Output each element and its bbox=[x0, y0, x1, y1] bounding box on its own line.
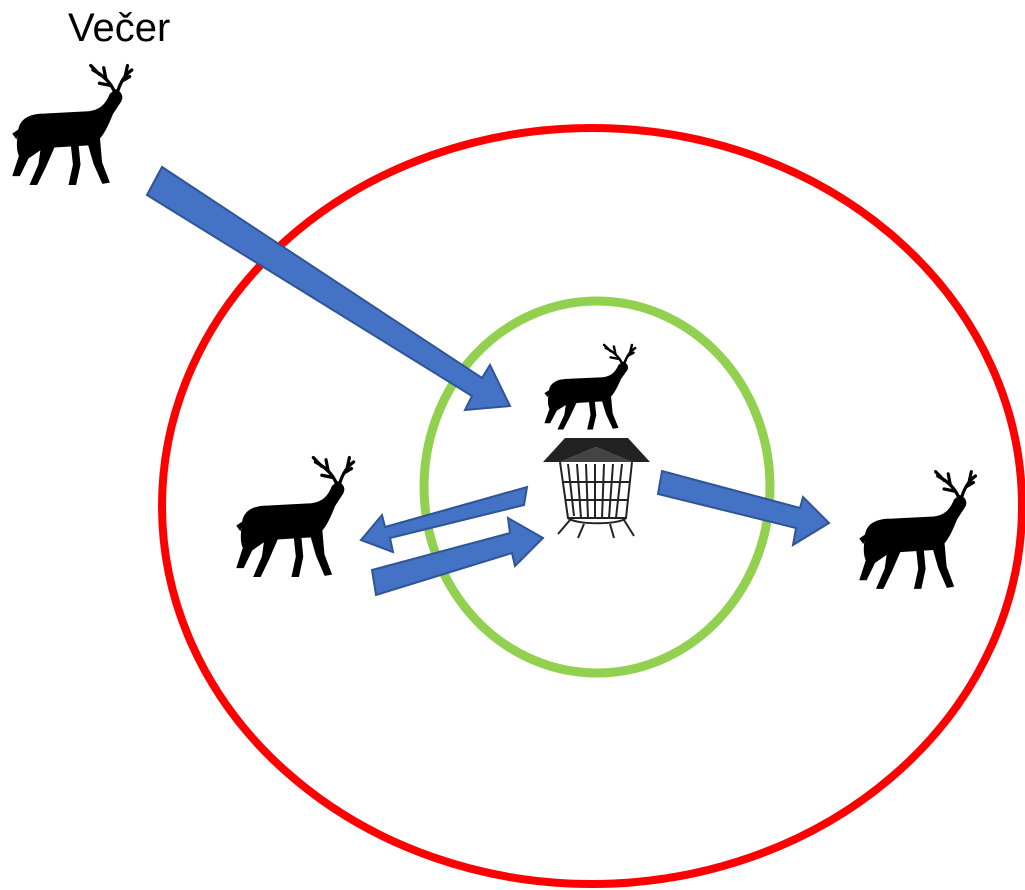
diagram-title: Večer bbox=[68, 6, 171, 50]
deer-icon bbox=[11, 63, 134, 187]
inner-zone-ring bbox=[419, 296, 775, 678]
hay-feeder-icon bbox=[543, 438, 650, 539]
deer-icon bbox=[235, 455, 356, 579]
arrow-left-deer-to-feeder bbox=[370, 516, 545, 597]
deer-icon bbox=[543, 343, 637, 431]
outer-zone-ring bbox=[158, 124, 1025, 888]
arrow-feeder-to-left-deer bbox=[359, 485, 529, 554]
arrow-feeder-to-right-deer bbox=[656, 469, 831, 548]
arrow-incoming-to-feeder bbox=[145, 165, 512, 412]
deer-icon bbox=[858, 470, 978, 590]
